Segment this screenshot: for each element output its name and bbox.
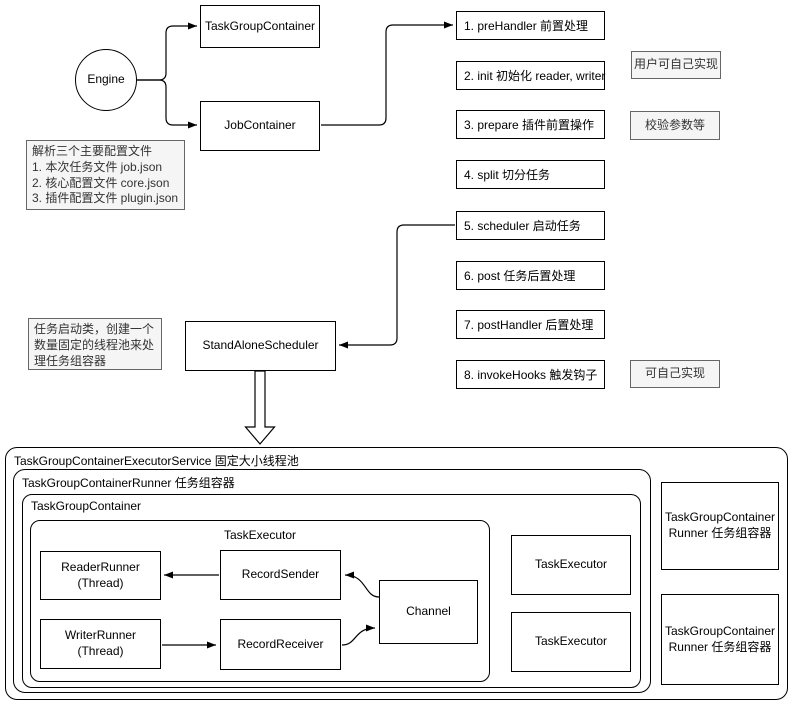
step-posthandler: 7. postHandler 后置处理	[456, 310, 605, 339]
step-prepare: 3. prepare 插件前置操作	[456, 110, 605, 139]
edge-scheduler-to-standalone	[339, 224, 455, 349]
step-split: 4. split 切分任务	[456, 160, 605, 189]
node-record-sender: RecordSender	[220, 550, 341, 600]
node-record-receiver: RecordReceiver	[220, 619, 341, 670]
node-reader-runner: ReaderRunner (Thread)	[40, 551, 161, 600]
node-writer-runner: WriterRunner (Thread)	[40, 619, 161, 669]
taskgroup-runner-title: TaskGroupContainerRunner 任务组容器	[22, 476, 235, 490]
node-task-group-container: TaskGroupContainer	[200, 5, 320, 48]
note-user-impl: 用户可自己实现	[631, 51, 721, 79]
edge-engine-to-jobcontainer	[137, 79, 197, 129]
step-invokehooks: 8. invokeHooks 触发钩子	[456, 360, 605, 389]
note-config-files: 解析三个主要配置文件 1. 本次任务文件 job.json 2. 核心配置文件 …	[26, 140, 185, 210]
edge-engine-to-taskgroupcontainer	[137, 22, 197, 81]
node-task-executor-b: TaskExecutor	[511, 612, 631, 672]
node-channel: Channel	[379, 580, 478, 644]
node-job-container: JobContainer	[200, 101, 320, 151]
node-runner-box-a: TaskGroupContainer Runner 任务组容器	[661, 482, 779, 570]
taskgroup-runner-container: TaskGroupContainerRunner 任务组容器	[13, 469, 651, 693]
note-validate: 校验参数等	[630, 111, 720, 140]
node-engine: Engine	[75, 49, 137, 111]
taskgroup-container-title: TaskGroupContainer	[31, 499, 142, 513]
executor-service-container: TaskGroupContainerExecutorService 固定大小线程…	[5, 447, 788, 700]
taskgroup-container: TaskGroupContainer	[22, 494, 641, 688]
task-executor-title: TaskExecutor	[223, 528, 297, 542]
step-init: 2. init 初始化 reader, writer	[456, 61, 605, 90]
note-scheduler: 任务启动类，创建一个 数量固定的线程池来处 理任务组容器	[28, 318, 162, 370]
step-post: 6. post 任务后置处理	[456, 261, 605, 290]
node-task-executor-a: TaskExecutor	[511, 535, 631, 595]
task-executor-container: TaskExecutor	[30, 520, 490, 682]
edge-jobcontainer-to-prehandler	[321, 21, 453, 126]
node-standalone-scheduler: StandAloneScheduler	[185, 321, 336, 371]
node-runner-box-b: TaskGroupContainer Runner 任务组容器	[661, 594, 779, 685]
step-scheduler: 5. scheduler 启动任务	[456, 211, 605, 240]
step-prehandler: 1. preHandler 前置处理	[456, 11, 605, 40]
executor-service-title: TaskGroupContainerExecutorService 固定大小线程…	[14, 454, 299, 468]
block-arrow-standalone-to-pool	[244, 370, 276, 445]
note-hook-impl: 可自己实现	[630, 360, 720, 388]
